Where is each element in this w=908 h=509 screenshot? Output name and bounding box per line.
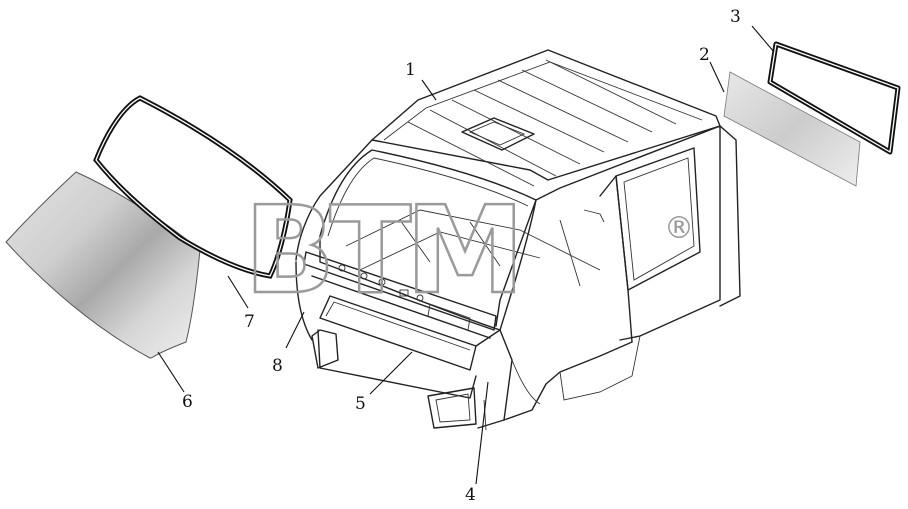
callout-label: 6 [182,392,193,412]
callout-label: 8 [272,356,283,376]
callout-5: 5 [355,351,413,414]
callout-8: 8 [272,311,305,376]
callout-3: 3 [730,7,775,53]
callout-6: 6 [157,351,193,412]
callout-7: 7 [227,275,255,332]
watermark-text: BTM [244,182,519,321]
callout-2: 2 [699,45,725,93]
windshield-glass [5,171,201,359]
callout-label: 2 [699,45,710,65]
callout-label: 1 [405,60,416,80]
callout-1: 1 [405,60,437,101]
callout-label: 7 [244,312,255,332]
windshield-seal [93,95,293,279]
callout-4: 4 [465,381,489,505]
cab-body [295,49,741,431]
watermark: BTM ® [243,181,694,323]
rear-window-glass [723,71,861,187]
callout-label: 4 [465,485,476,505]
callout-label: 5 [355,394,366,414]
callout-label: 3 [730,7,741,27]
registered-mark: ® [664,211,694,246]
rear-window-seal [767,41,901,155]
